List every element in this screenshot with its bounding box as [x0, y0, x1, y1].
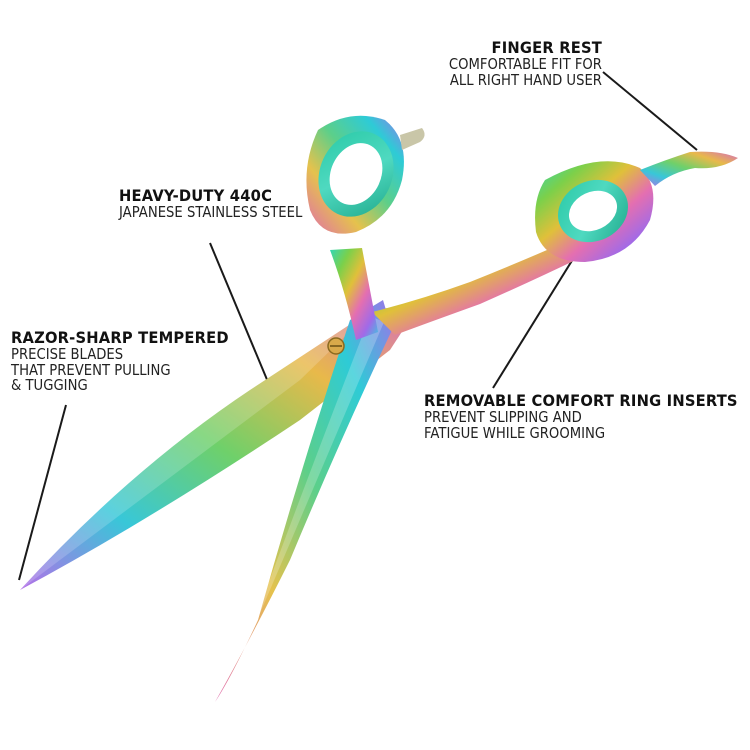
leader-lines — [18, 71, 698, 581]
finger-rest-line-1: COMFORTABLE FIT FOR — [448, 54, 602, 73]
razor-heading: RAZOR-SHARP TEMPERED — [11, 328, 229, 347]
finger-rest-leader-line — [602, 71, 698, 151]
handle-bumper — [400, 128, 425, 150]
finger-rest-tang — [640, 151, 738, 186]
ring-inserts-line-2: FATIGUE WHILE GROOMING — [424, 423, 606, 442]
callout-ring-inserts: REMOVABLE COMFORT RING INSERTS PREVENT S… — [424, 391, 750, 442]
callout-finger-rest: FINGER REST COMFORTABLE FIT FOR ALL RIGH… — [428, 38, 602, 89]
razor-line-2: THAT PREVENT PULLING — [11, 360, 171, 379]
callout-steel: HEAVY-DUTY 440C JAPANESE STAINLESS STEEL — [119, 186, 327, 221]
right-shank — [372, 240, 584, 335]
left-blade — [20, 304, 420, 590]
finger-rest-heading: FINGER REST — [491, 38, 602, 57]
razor-line-1: PRECISE BLADES — [11, 344, 124, 363]
callout-razor: RAZOR-SHARP TEMPERED PRECISE BLADES THAT… — [11, 328, 248, 395]
ring-inserts-line-1: PREVENT SLIPPING AND — [424, 407, 582, 426]
razor-line-3: & TUGGING — [11, 376, 88, 395]
ring-leader-line — [492, 237, 587, 389]
steel-leader-line — [209, 242, 269, 383]
razor-leader-line — [18, 404, 67, 581]
steel-heading: HEAVY-DUTY 440C — [119, 186, 273, 205]
finger-rest-line-2: ALL RIGHT HAND USER — [449, 70, 602, 89]
left-shank — [330, 248, 378, 340]
right-blade — [215, 300, 392, 702]
steel-line-1: JAPANESE STAINLESS STEEL — [119, 202, 303, 221]
ring-inserts-heading: REMOVABLE COMFORT RING INSERTS — [424, 391, 738, 410]
